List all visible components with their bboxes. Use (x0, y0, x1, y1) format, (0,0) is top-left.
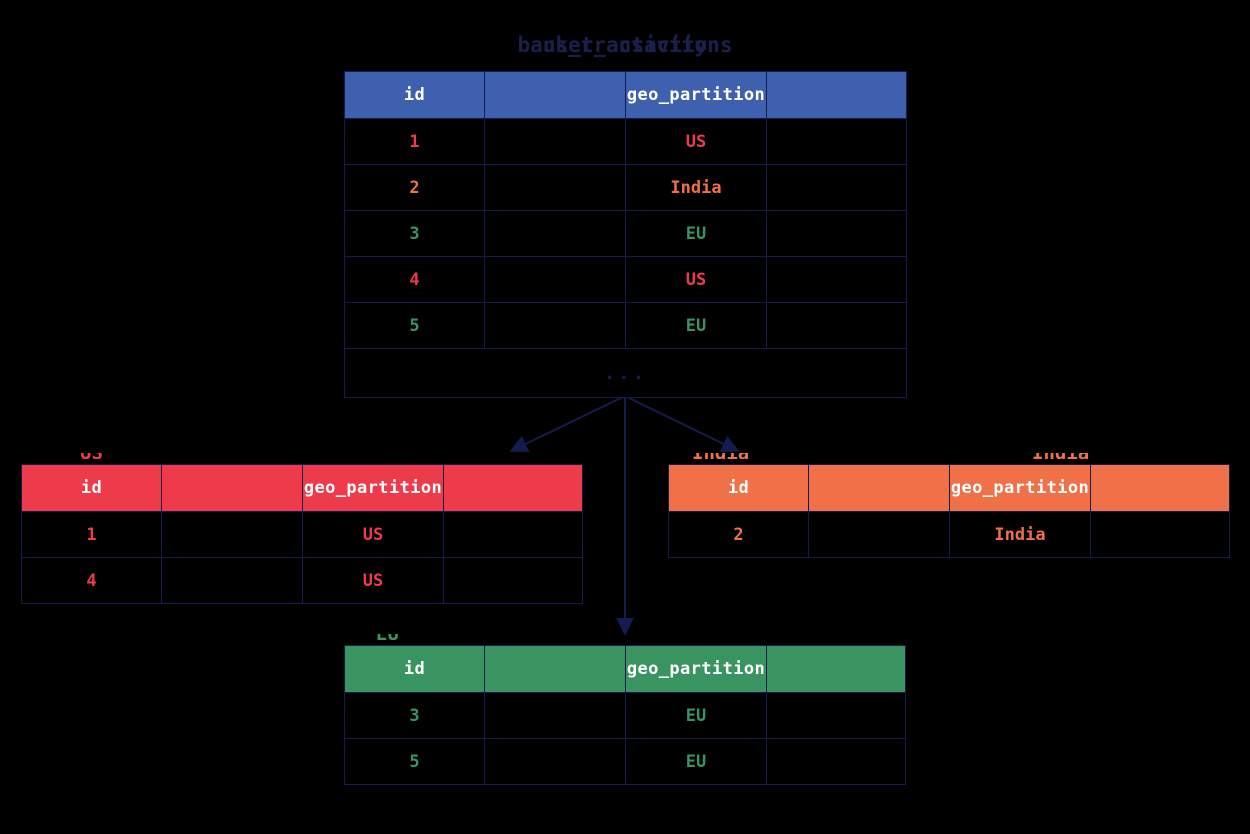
column-header-id: id (344, 71, 485, 119)
cell-blank-1 (484, 692, 626, 739)
table-row: 1 US (344, 118, 907, 165)
column-header-blank-2 (1090, 464, 1230, 512)
column-header-blank-2 (766, 71, 907, 119)
column-header-blank-2 (766, 645, 906, 693)
arrow-to-us-partition (509, 395, 626, 453)
column-header-id: id (668, 464, 809, 512)
page-title-primary: bank_transactions (517, 33, 733, 57)
cell-blank-1 (161, 557, 303, 604)
table-row: 3 EU (344, 692, 906, 739)
cell-blank-2 (766, 164, 907, 211)
cell-blank-2 (1090, 511, 1230, 558)
cell-geo-partition: EU (625, 210, 767, 257)
india-partition-table: id geo_partition 2 India (668, 464, 1230, 558)
cell-blank-2 (766, 256, 907, 303)
cell-blank-1 (484, 118, 626, 165)
cell-blank-1 (484, 738, 626, 785)
column-header-geo-partition: geo_partition (949, 464, 1091, 512)
cell-blank-2 (766, 118, 907, 165)
cell-geo-partition: EU (625, 738, 767, 785)
cell-geo-partition: EU (625, 302, 767, 349)
cell-blank-1 (484, 164, 626, 211)
table-row: 2 India (344, 164, 907, 211)
cell-ellipsis: ... (344, 348, 907, 398)
cell-id: 2 (344, 164, 485, 211)
cell-geo-partition: US (302, 557, 444, 604)
eu-partition-label: EU (376, 634, 399, 640)
arrow-to-india-partition (624, 395, 740, 452)
page-title-secondary: user_activity (542, 33, 708, 57)
column-header-blank-1 (808, 464, 950, 512)
us-partition-table: id geo_partition 1 US 4 US (21, 464, 583, 604)
table-row: 2 India (668, 511, 1230, 558)
cell-id: 5 (344, 302, 485, 349)
cell-blank-2 (443, 557, 583, 604)
india-partition-label-secondary: India (1032, 453, 1089, 459)
india-table-header-row: id geo_partition (668, 464, 1230, 512)
page-title-stack: bank_transactions user_activity (518, 32, 733, 58)
us-table-header-row: id geo_partition (21, 464, 583, 512)
cell-blank-1 (484, 256, 626, 303)
table-row: 5 EU (344, 738, 906, 785)
column-header-id: id (344, 645, 485, 693)
cell-geo-partition: India (949, 511, 1091, 558)
cell-geo-partition: US (302, 511, 444, 558)
cell-blank-1 (484, 210, 626, 257)
column-header-blank-1 (484, 71, 626, 119)
cell-geo-partition: India (625, 164, 767, 211)
cell-id: 3 (344, 692, 485, 739)
cell-id: 4 (344, 256, 485, 303)
column-header-blank-1 (484, 645, 626, 693)
cell-blank-1 (808, 511, 950, 558)
cell-blank-2 (766, 738, 906, 785)
cell-blank-1 (161, 511, 303, 558)
column-header-blank-1 (161, 464, 303, 512)
source-table: id geo_partition 1 US 2 India 3 EU 4 (344, 71, 907, 398)
table-row: 4 US (21, 557, 583, 604)
cell-id: 4 (21, 557, 162, 604)
eu-partition-table: id geo_partition 3 EU 5 EU (344, 645, 906, 785)
table-row: 5 EU (344, 302, 907, 349)
cell-id: 1 (344, 118, 485, 165)
table-row: 1 US (21, 511, 583, 558)
source-table-header-row: id geo_partition (344, 71, 907, 119)
cell-blank-2 (766, 302, 907, 349)
column-header-geo-partition: geo_partition (302, 464, 444, 512)
cell-geo-partition: US (625, 118, 767, 165)
cell-geo-partition: US (625, 256, 767, 303)
column-header-geo-partition: geo_partition (625, 71, 767, 119)
table-row-ellipsis: ... (344, 348, 907, 398)
cell-id: 1 (21, 511, 162, 558)
cell-blank-2 (443, 511, 583, 558)
cell-id: 3 (344, 210, 485, 257)
column-header-blank-2 (443, 464, 583, 512)
eu-table-header-row: id geo_partition (344, 645, 906, 693)
page-title: bank_transactions user_activity (0, 32, 1250, 58)
column-header-id: id (21, 464, 162, 512)
us-partition-label: US (80, 453, 103, 459)
india-partition-label: India (692, 453, 749, 459)
cell-blank-2 (766, 210, 907, 257)
column-header-geo-partition: geo_partition (625, 645, 767, 693)
table-row: 3 EU (344, 210, 907, 257)
cell-id: 2 (668, 511, 809, 558)
cell-id: 5 (344, 738, 485, 785)
cell-blank-1 (484, 302, 626, 349)
cell-geo-partition: EU (625, 692, 767, 739)
table-row: 4 US (344, 256, 907, 303)
cell-blank-2 (766, 692, 906, 739)
